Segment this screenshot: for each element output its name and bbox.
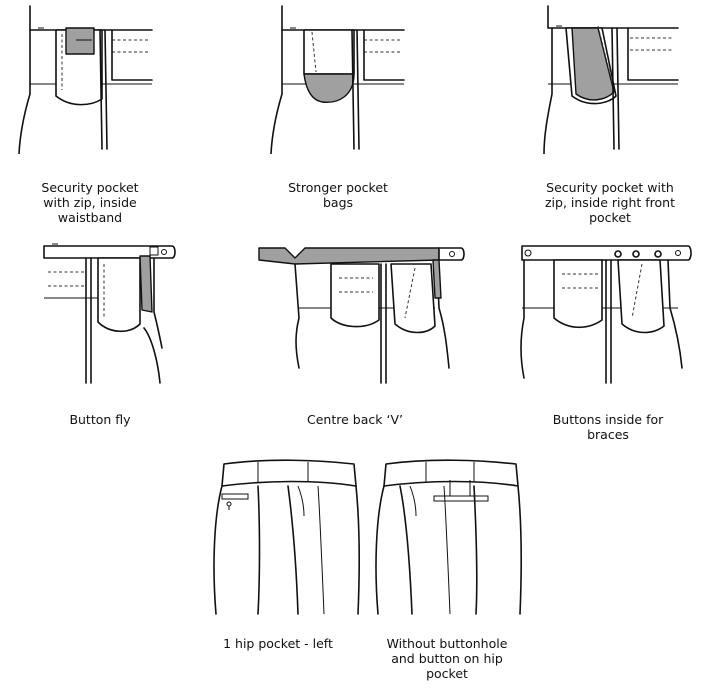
stronger-bags-drawing: [270, 5, 405, 154]
figure-centre-back-v: [255, 238, 475, 388]
button-fly-drawing: [43, 243, 176, 384]
caption-no-buttonhole: Without buttonhole and button on hip poc…: [386, 636, 508, 681]
security-zip-waistband-drawing: [18, 5, 153, 154]
no-buttonhole-drawing: [375, 459, 523, 615]
caption-stronger-bags: Stronger pocket bags: [288, 180, 388, 210]
figure-security-zip-waistband: [16, 4, 156, 154]
buttons-braces-drawing: [520, 245, 692, 384]
figure-no-buttonhole: [370, 456, 530, 616]
caption-security-zip-waistband: Security pocket with zip, inside waistba…: [41, 180, 139, 225]
figure-button-fly: [40, 238, 180, 388]
figure-stronger-bags: [268, 4, 408, 154]
figure-buttons-braces: [518, 238, 698, 388]
figure-security-zip-front: [542, 4, 682, 154]
centre-back-v-drawing: [258, 247, 465, 384]
security-zip-front-drawing: [543, 5, 679, 154]
hip-pocket-left-drawing: [213, 459, 361, 615]
caption-hip-pocket-left: 1 hip pocket - left: [223, 636, 333, 651]
caption-centre-back-v: Centre back ‘V’: [307, 412, 403, 427]
caption-buttons-braces: Buttons inside for braces: [552, 412, 664, 442]
figure-hip-pocket-left: [208, 456, 368, 616]
caption-button-fly: Button fly: [69, 412, 131, 427]
caption-security-zip-front: Security pocket with zip, inside right f…: [545, 180, 675, 225]
